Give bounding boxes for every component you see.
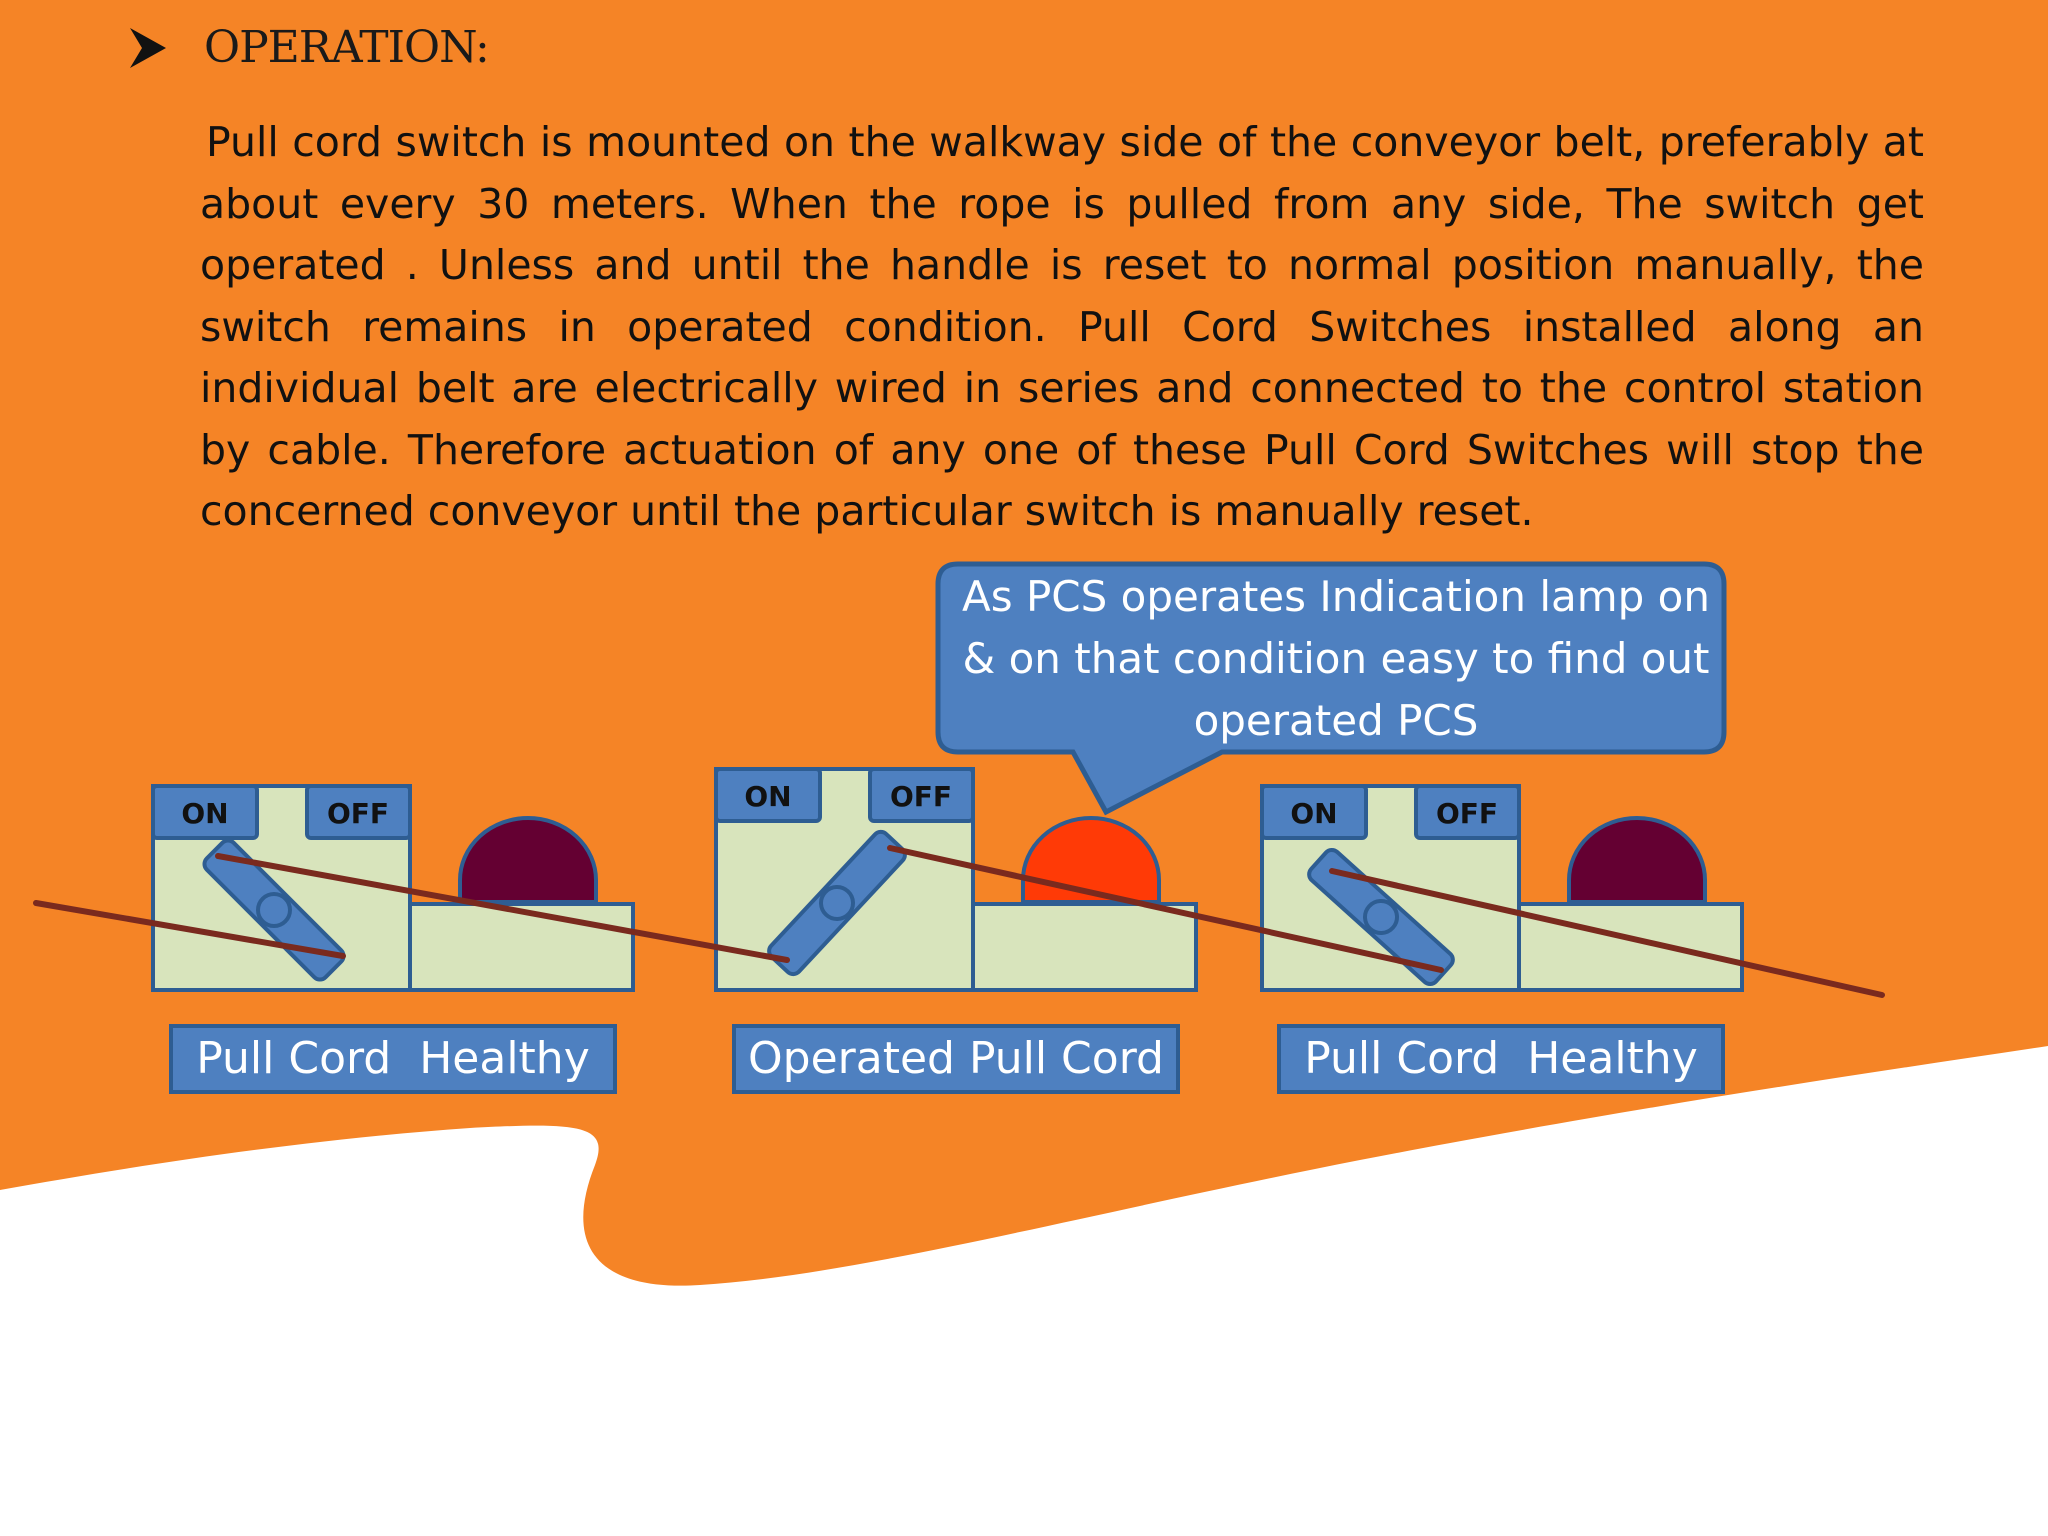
switch-1: ON OFF	[151, 784, 635, 992]
caption-switch-1: Pull Cord Healthy	[169, 1024, 617, 1094]
switch-2-off-label: OFF	[890, 780, 952, 813]
switch-3-base	[1517, 902, 1744, 992]
pull-cord-rope	[33, 845, 1885, 998]
caption-switch-3: Pull Cord Healthy	[1277, 1024, 1725, 1094]
switch-2-lamp	[1021, 816, 1161, 904]
switch-1-on-label: ON	[181, 797, 228, 830]
switch-3-handle	[1307, 847, 1455, 987]
switch-1-handle	[202, 838, 346, 982]
arrow-bullet-icon	[130, 27, 166, 68]
switch-1-lamp	[458, 816, 598, 904]
heading-title: OPERATION:	[204, 22, 490, 73]
switch-2-base	[971, 902, 1198, 992]
switch-3-off-button	[1414, 784, 1521, 840]
switch-1-off-label: OFF	[327, 797, 389, 830]
switch-2: ON OFF	[714, 767, 1198, 992]
switch-3-off-label: OFF	[1436, 797, 1498, 830]
switch-1-on-button	[151, 784, 259, 840]
switch-2-off-button	[868, 767, 975, 823]
switch-1-off-button	[305, 784, 412, 840]
switch-1-base	[408, 902, 635, 992]
callout-text: As PCS operates Indication lamp on & on …	[962, 572, 1710, 745]
callout-bubble	[935, 561, 1727, 816]
switch-3-lamp	[1567, 816, 1707, 904]
switch-2-on-label: ON	[744, 780, 791, 813]
switch-3-on-label: ON	[1290, 797, 1337, 830]
caption-switch-2: Operated Pull Cord	[732, 1024, 1180, 1094]
switch-2-handle	[767, 829, 907, 977]
switch-2-on-button	[714, 767, 822, 823]
body-paragraph: Pull cord switch is mounted on the walkw…	[200, 118, 1924, 535]
switch-3-on-button	[1260, 784, 1368, 840]
heading: OPERATION:	[128, 22, 490, 73]
